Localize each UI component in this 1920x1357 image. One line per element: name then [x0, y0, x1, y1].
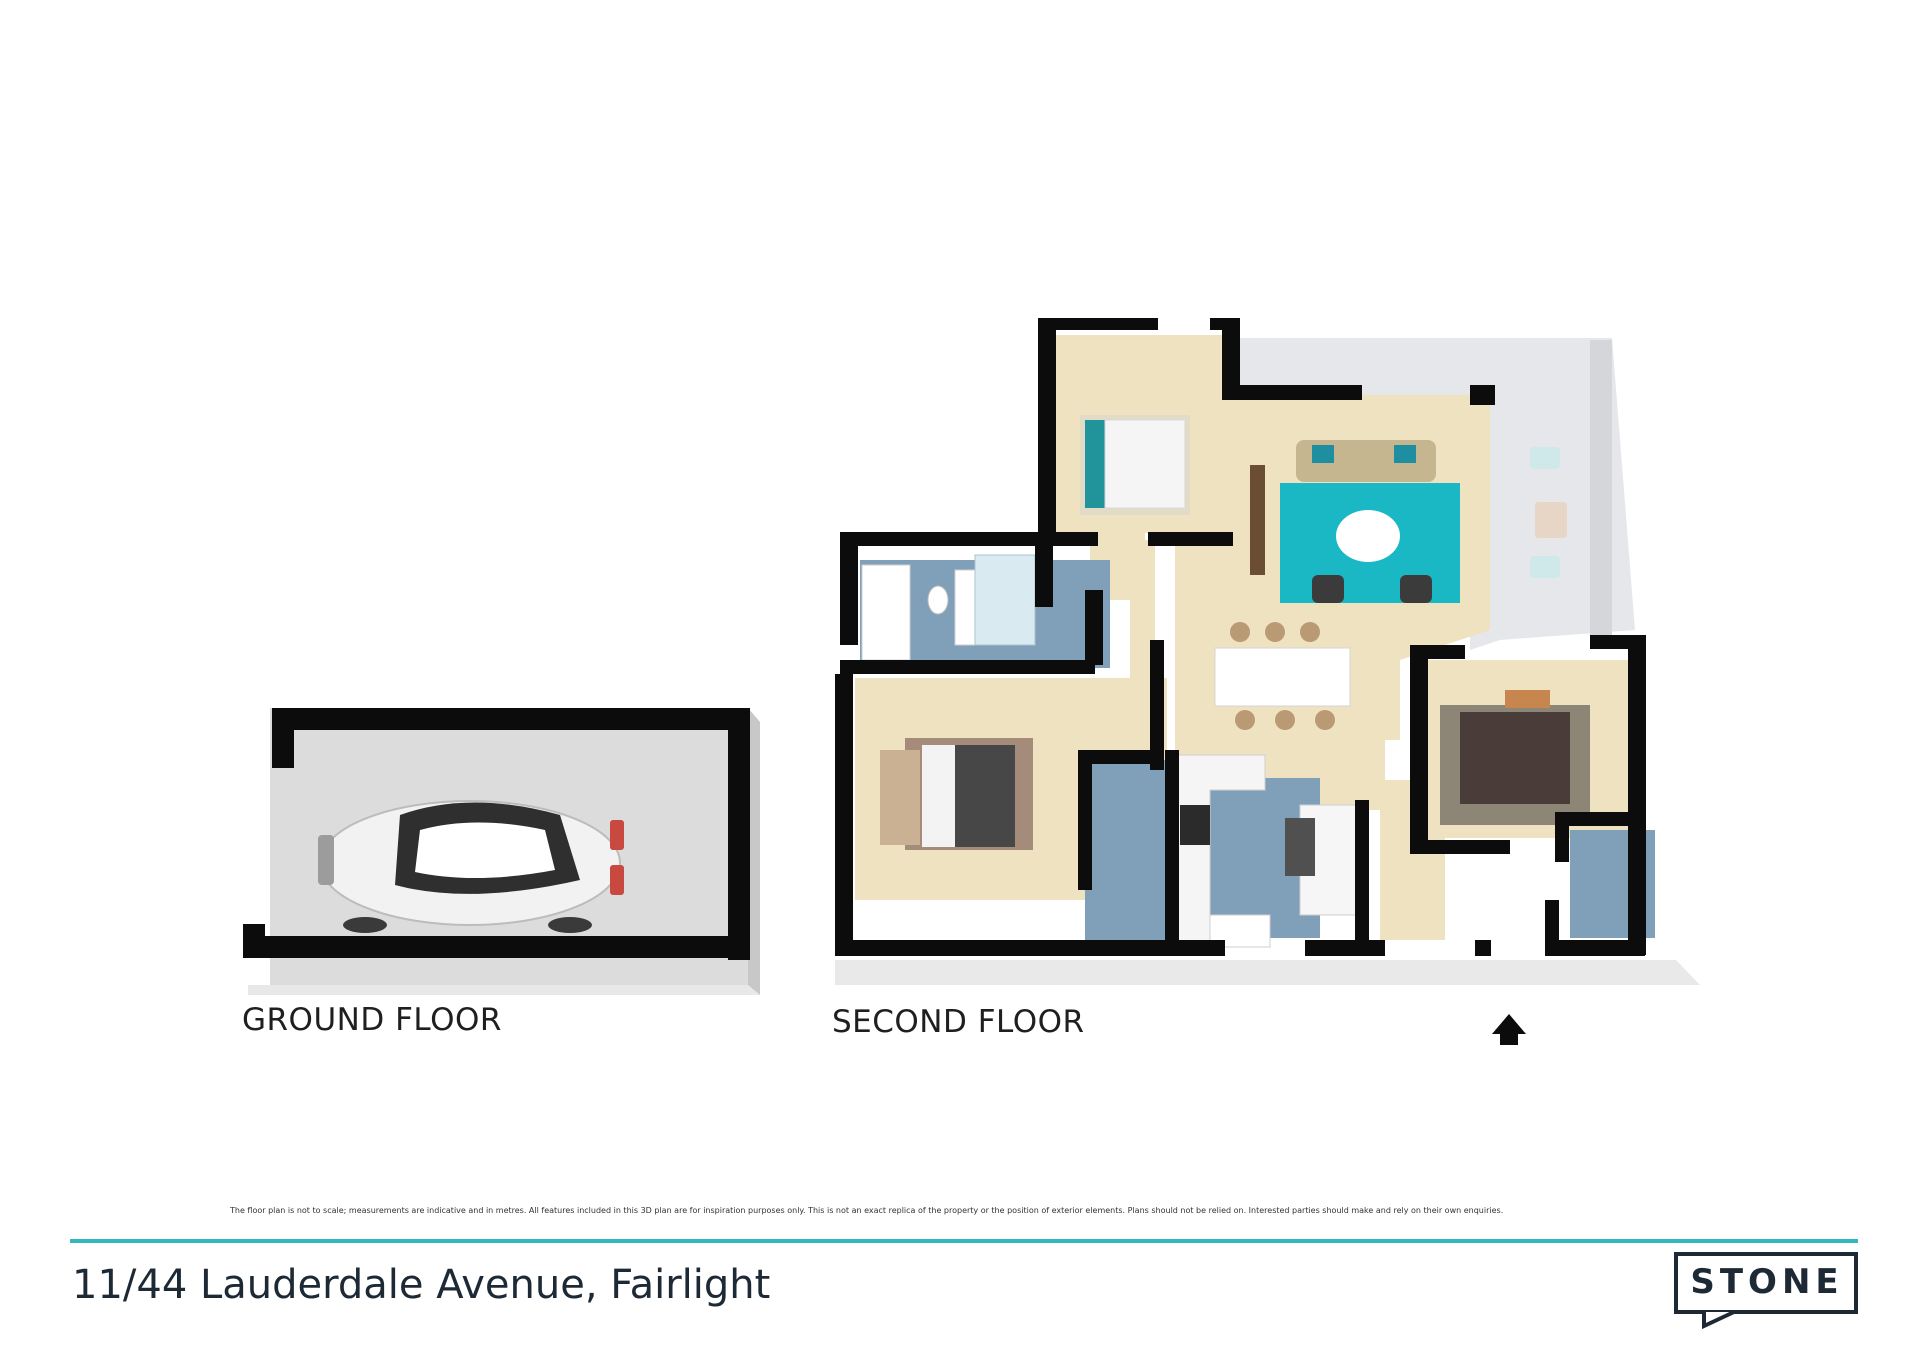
bed-left: [880, 738, 1033, 850]
dining-chair: [1300, 622, 1320, 642]
cooktop: [1180, 805, 1210, 845]
cushion: [1312, 445, 1334, 463]
cushion: [1394, 445, 1416, 463]
dining-chair: [1315, 710, 1335, 730]
dining-chair: [1265, 622, 1285, 642]
dining-chair: [1230, 622, 1250, 642]
ground-floor-plan: [243, 708, 760, 995]
dining-chair: [1275, 710, 1295, 730]
balcony-chair: [1530, 556, 1560, 578]
toilet: [927, 585, 949, 615]
shower-glass: [974, 554, 1036, 646]
disclaimer-text: The floor plan is not to scale; measurem…: [230, 1206, 1504, 1215]
brand-name: STONE: [1690, 1262, 1844, 1302]
garage-wall-top: [272, 708, 748, 730]
ensuite-tile: [1085, 760, 1165, 943]
balcony-table: [1535, 502, 1567, 538]
garage-side-wall: [748, 708, 760, 995]
bathtub: [861, 564, 911, 661]
fridge: [1285, 818, 1315, 876]
tv-unit: [1250, 465, 1265, 575]
walls: [835, 318, 1646, 956]
garage-wall-bottom: [243, 936, 750, 958]
armchair: [1312, 575, 1344, 603]
armchair: [1400, 575, 1432, 603]
bed-right: [1440, 690, 1590, 825]
garage-front-edge: [248, 985, 760, 995]
coffee-table: [1336, 510, 1400, 562]
second-floor-plan: [835, 318, 1700, 1045]
garage-wall-left: [272, 708, 294, 768]
bed-top: [1080, 415, 1190, 515]
ground-floor-label: GROUND FLOOR: [242, 1002, 502, 1038]
building-base: [835, 960, 1700, 985]
entry-arrow-icon: [1492, 1014, 1526, 1045]
second-floor-label: SECOND FLOOR: [832, 1004, 1085, 1040]
balcony-balustrade: [1590, 340, 1612, 640]
garage-wall-stub: [243, 924, 265, 958]
stone-logo-icon: [1674, 1252, 1858, 1330]
dining-table: [1214, 647, 1351, 707]
property-address: 11/44 Lauderdale Avenue, Fairlight: [72, 1262, 771, 1308]
dining-chair: [1235, 710, 1255, 730]
garage-wall-right: [728, 708, 750, 960]
car-icon: [318, 800, 624, 933]
footer-divider: [70, 1239, 1858, 1243]
balcony-chair: [1530, 447, 1560, 469]
